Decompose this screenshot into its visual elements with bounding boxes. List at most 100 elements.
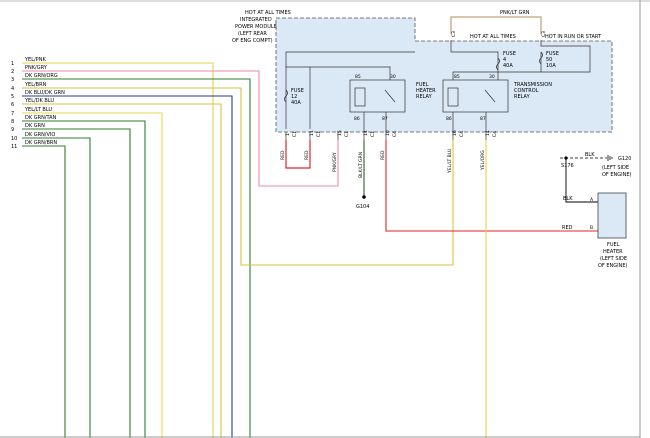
wire-list-num: 11 (11, 144, 17, 150)
connector-id: C4 (459, 131, 465, 137)
wire-list-num: 7 (11, 111, 14, 117)
wire-6-yel-dk-blu (22, 103, 222, 438)
fuse-12-label: FUSE (291, 88, 304, 94)
top-feed-line (285, 51, 415, 67)
connector-pin: 10 (385, 130, 391, 136)
connector-id: C4 (492, 131, 498, 137)
fuse-4-amp: 40A (503, 63, 513, 69)
fh-relay-label-2: HEATER (416, 88, 436, 94)
red-heater-wire (385, 140, 598, 232)
ipm-label-4: OF ENG COMPT) (232, 38, 273, 44)
fuse-12-num: 12 (291, 94, 297, 100)
wire-10-dk-grn-vio (22, 137, 91, 438)
fuel-heater-relay-coil (354, 87, 366, 107)
fuse-50-label: FUSE (546, 51, 559, 57)
hot-in-run-label: HOT IN RUN OR START (545, 34, 602, 40)
wire-label-pnk-gry: PNK/GRY (332, 152, 338, 172)
g104-label: G104 (356, 204, 369, 210)
wire-list-num: 9 (11, 127, 14, 133)
wire-11-dk-grn-brn (22, 145, 66, 438)
conn-c3-left: C3 (451, 31, 457, 37)
fuel-heater-pin-a: A (590, 197, 594, 203)
wire-list-label: DK GRN/ORG (25, 73, 58, 79)
pnk-lt-grn-wire (450, 16, 542, 34)
wire-label-red-b: RED (304, 150, 310, 160)
wire-list-label: YEL/PNK (24, 57, 46, 63)
fuse-4-label: FUSE (503, 51, 516, 57)
hot-at-all-times-label: HOT AT ALL TIMES (245, 10, 291, 16)
wire-3-dk-grn-org (22, 78, 251, 438)
wire-list-num: 4 (11, 86, 14, 92)
wire-4-yel-brn (22, 87, 454, 266)
wire-list-label: PNK/GRY (25, 65, 48, 71)
tc-relay-switch (484, 89, 496, 103)
pnk-lt-grn-label: PNK/LT GRN (500, 10, 530, 16)
wire-label-yel-lt-blu: YEL/LT BLU (447, 149, 453, 174)
wire-list-num: 5 (11, 94, 14, 100)
fh-relay-label-3: RELAY (416, 94, 433, 100)
tc-coil-feed (452, 71, 541, 80)
wire-list-num: 10 (11, 136, 17, 142)
connector-pin: 1 (285, 133, 291, 136)
wire-list-label: DK GRN/VIO (25, 132, 55, 138)
fh-pin-87: 87 (382, 116, 388, 122)
wire-label-blk-lt-grn: BLK/LT GRN (358, 152, 364, 178)
wire-list-label: DK GRN (25, 123, 45, 129)
tc-pin-86: 86 (446, 116, 452, 122)
fh-relay-label-1: FUEL (416, 82, 429, 88)
fuel-heater-box (597, 192, 627, 239)
fuse-4-num: 4 (503, 57, 506, 63)
connector-id: C1 (316, 131, 322, 137)
connector-id: C4 (392, 131, 398, 137)
connector-id: C1 (370, 131, 376, 137)
fuel-heater-label-1: FUEL (607, 242, 620, 248)
red-loop-wire (285, 140, 311, 169)
fh-pin-86: 86 (354, 116, 360, 122)
wire-list-num: 8 (11, 119, 14, 125)
fuse-4-symbol (496, 57, 500, 71)
connector-pin: 15 (337, 130, 343, 136)
g120-desc-2: OF ENGINE) (602, 172, 632, 178)
wire-list-label: YEL/LT BLU (24, 107, 52, 113)
right-feed-line (540, 40, 591, 73)
wire-5-dk-blu (22, 95, 233, 438)
tc-relay-label-1: TRANSMISSION (513, 82, 552, 88)
tc-relay-coil (447, 87, 459, 107)
s176-label: S176 (561, 163, 574, 169)
connector-pin: 14 (363, 130, 369, 136)
g120-desc-1: (LEFT SIDE (602, 165, 629, 171)
connector-pin: 14 (485, 130, 491, 136)
wire-label-yel-org: YEL/ORG (480, 150, 486, 171)
tc-pin-85: 85 (454, 74, 460, 80)
hot-at-all-times-label-2: HOT AT ALL TIMES (470, 34, 516, 40)
conn-c3-right: C3 (541, 31, 547, 37)
connector-pin: 11 (309, 130, 315, 136)
wire-7-yel-lt-blu (22, 112, 163, 438)
ipm-label-1: INTEGRATED (240, 17, 272, 23)
tc-relay-label-2: CONTROL (514, 88, 539, 94)
connector-pin: 16 (452, 130, 458, 136)
fuel-heater-label-4: OF ENGINE) (598, 263, 628, 269)
fh-pin-30: 30 (390, 74, 396, 80)
blk-top-label: BLK (585, 152, 595, 158)
fuse-50-symbol (539, 51, 543, 65)
tc-pin-87: 87 (480, 116, 486, 122)
fuse-50-amp: 10A (546, 63, 556, 69)
wire-list-num: 3 (11, 77, 14, 83)
red-b-label: RED (562, 225, 573, 231)
fuse-12-symbol (284, 89, 288, 103)
wire-2-pnk-gry (22, 70, 339, 187)
tc-relay-label-3: RELAY (514, 94, 531, 100)
wire-label-red-c: RED (380, 150, 386, 160)
fuse-50-num: 50 (546, 57, 552, 63)
ipm-label-2: POWER MODULE (235, 24, 277, 30)
wire-list-num: 2 (11, 69, 14, 75)
wire-list-label: YEL/BRN (24, 82, 47, 88)
tc-relay-box (442, 79, 509, 113)
fuel-heater-relay-box (349, 79, 406, 113)
wire-list-label: YEL/DK BLU (24, 98, 54, 104)
tc-pin-30: 30 (489, 74, 495, 80)
